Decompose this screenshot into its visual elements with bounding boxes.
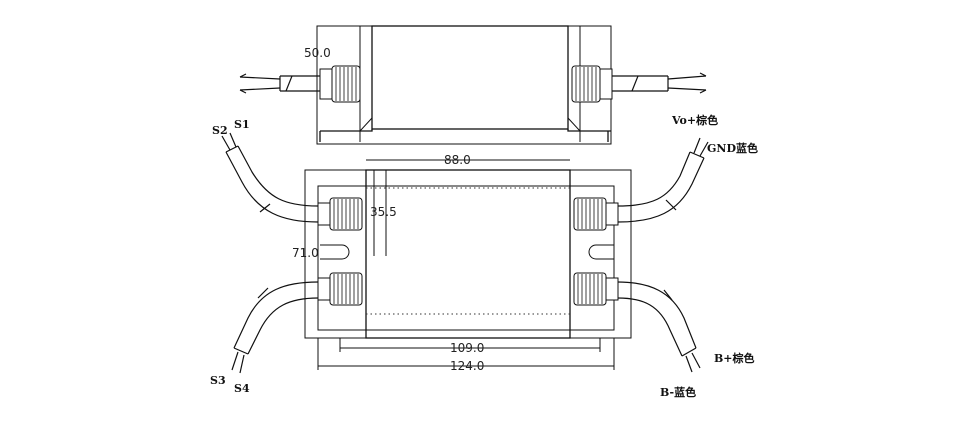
dim-overall-length: 124.0	[450, 359, 484, 373]
cable-bpos-bneg	[617, 281, 701, 373]
dim-mount-spacing: 109.0	[450, 341, 484, 355]
gland-top-left	[317, 197, 363, 231]
gland-bottom-right	[573, 272, 619, 306]
label-gnd: GND蓝色	[707, 141, 758, 155]
top-view-plate	[317, 185, 615, 331]
mount-slot-left	[320, 244, 350, 260]
label-s3: S3	[210, 374, 226, 387]
gland-top-right	[573, 197, 619, 231]
side-view-right-cable	[612, 72, 707, 94]
side-view-outline	[316, 25, 612, 145]
label-s4: S4	[234, 382, 250, 395]
side-view-body	[371, 25, 569, 130]
label-s1: S1	[234, 118, 250, 131]
dim-height: 50.0	[304, 46, 331, 60]
label-b-neg: B-蓝色	[660, 385, 696, 399]
mount-slot-right	[588, 244, 614, 260]
dim-width: 71.0	[292, 246, 319, 260]
top-view: 88.0 35.5 71.0 109.0 124.0	[210, 113, 758, 399]
gland-bottom-left	[317, 272, 363, 306]
side-view-left-cable	[239, 73, 320, 94]
cable-s3-s4	[231, 281, 319, 374]
dim-gland-spacing: 35.5	[370, 205, 397, 219]
bracket-left	[359, 117, 373, 132]
side-view: 50.0	[239, 25, 707, 145]
label-b-pos: B+棕色	[714, 351, 755, 365]
cable-s1-s2	[221, 132, 319, 223]
top-view-outline	[304, 169, 632, 339]
label-s2: S2	[212, 124, 228, 137]
side-view-right-gland	[571, 65, 613, 103]
bracket-right	[567, 117, 581, 132]
cable-vout-gnd	[617, 137, 709, 223]
side-view-flange	[320, 129, 611, 132]
top-view-body	[365, 169, 571, 339]
dim-body-length: 88.0	[444, 153, 471, 167]
side-view-left-gland	[319, 65, 361, 103]
label-vout-pos: Vo+棕色	[671, 113, 718, 127]
